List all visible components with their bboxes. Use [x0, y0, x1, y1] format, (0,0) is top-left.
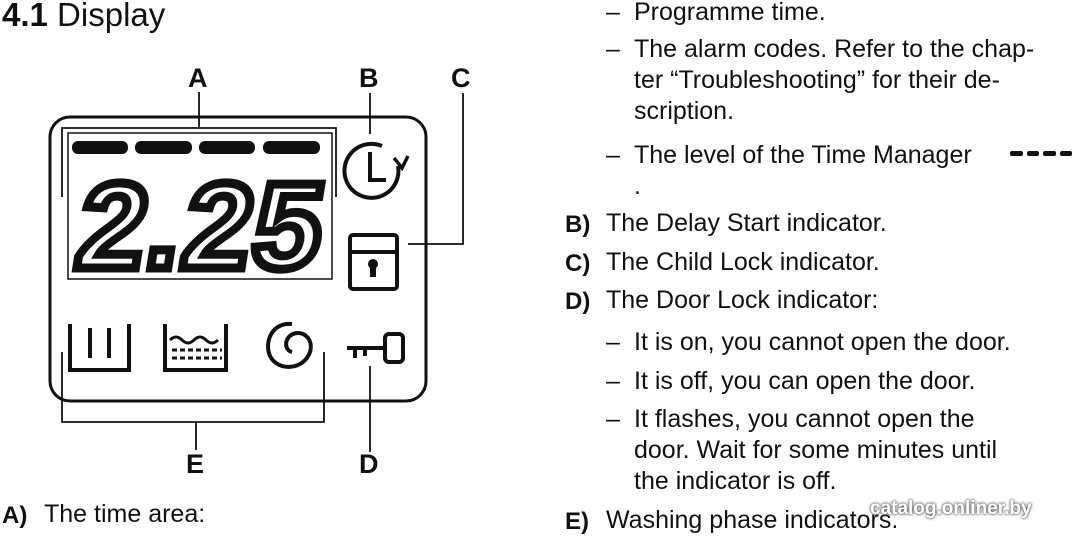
wash-tub-icon: [163, 324, 228, 372]
watermark: catalog.onliner.by: [870, 498, 1032, 519]
item-c-key: C): [565, 250, 591, 277]
a-sub-3-line-2: .: [634, 172, 641, 200]
item-b-key: B): [565, 211, 591, 238]
d-sub-3-dash: –: [606, 405, 620, 433]
label-a-bracket: [61, 92, 337, 197]
d-sub-2-dash: –: [606, 367, 620, 395]
d-sub-3-line-3: the indicator is off.: [634, 467, 837, 495]
door-lock-key-icon: [347, 332, 405, 364]
a-sub-2-line-3: scription.: [634, 97, 735, 125]
item-d-key: D): [565, 288, 591, 315]
a-sub-3-dash: –: [606, 141, 620, 169]
a-sub-2-dash: –: [606, 35, 620, 63]
item-a-key: A): [2, 502, 28, 529]
time-readout: 2.25: [68, 159, 335, 295]
display-panel-outline: [48, 115, 428, 403]
time-manager-bars-icon: [1010, 151, 1072, 156]
label-d: D: [359, 449, 379, 479]
child-lock-icon: [348, 233, 399, 291]
label-b: B: [359, 63, 379, 93]
label-e-bracket: [61, 352, 325, 450]
section-title: Display: [57, 0, 166, 33]
item-e-key: E): [565, 508, 589, 535]
time-readout-digits: 2.25: [64, 154, 340, 299]
label-a: A: [188, 63, 208, 93]
display-diagram: 2.25 B C D E A: [48, 63, 471, 479]
a-sub-1-dash: –: [606, 0, 620, 26]
d-sub-1-dash: –: [606, 328, 620, 356]
time-area-frame: [67, 132, 333, 280]
d-sub-2-line-1: It is off, you can open the door.: [634, 367, 976, 395]
spin-spiral-icon: [266, 321, 313, 369]
a-sub-2-line-1: The alarm codes. Refer to the chap-: [634, 35, 1035, 63]
label-e: E: [186, 449, 204, 479]
a-sub-3-line-1: The level of the Time Manager: [634, 141, 972, 169]
section-number: 4.1: [2, 0, 48, 33]
d-sub-3-line-2: door. Wait for some minutes until: [634, 436, 998, 464]
delay-start-clock-icon: [342, 141, 410, 200]
a-sub-1-line-1: Programme time.: [634, 0, 826, 26]
d-sub-3-line-1: It flashes, you cannot open the: [634, 405, 975, 433]
d-sub-1-line-1: It is on, you cannot open the door.: [634, 328, 1011, 356]
item-a-text: The time area:: [44, 500, 206, 528]
item-b-text: The Delay Start indicator.: [606, 209, 887, 237]
item-e-text: Washing phase indicators.: [606, 506, 899, 534]
time-manager-bars: [72, 141, 320, 154]
item-d-text: The Door Lock indicator:: [606, 286, 879, 314]
item-c-text: The Child Lock indicator.: [606, 248, 880, 276]
a-sub-2-line-2: ter “Troubleshooting” for their de-: [634, 66, 1000, 94]
prewash-tub-icon: [68, 324, 131, 372]
section-heading: 4.1 Display: [2, 0, 165, 34]
label-c: C: [451, 63, 471, 93]
